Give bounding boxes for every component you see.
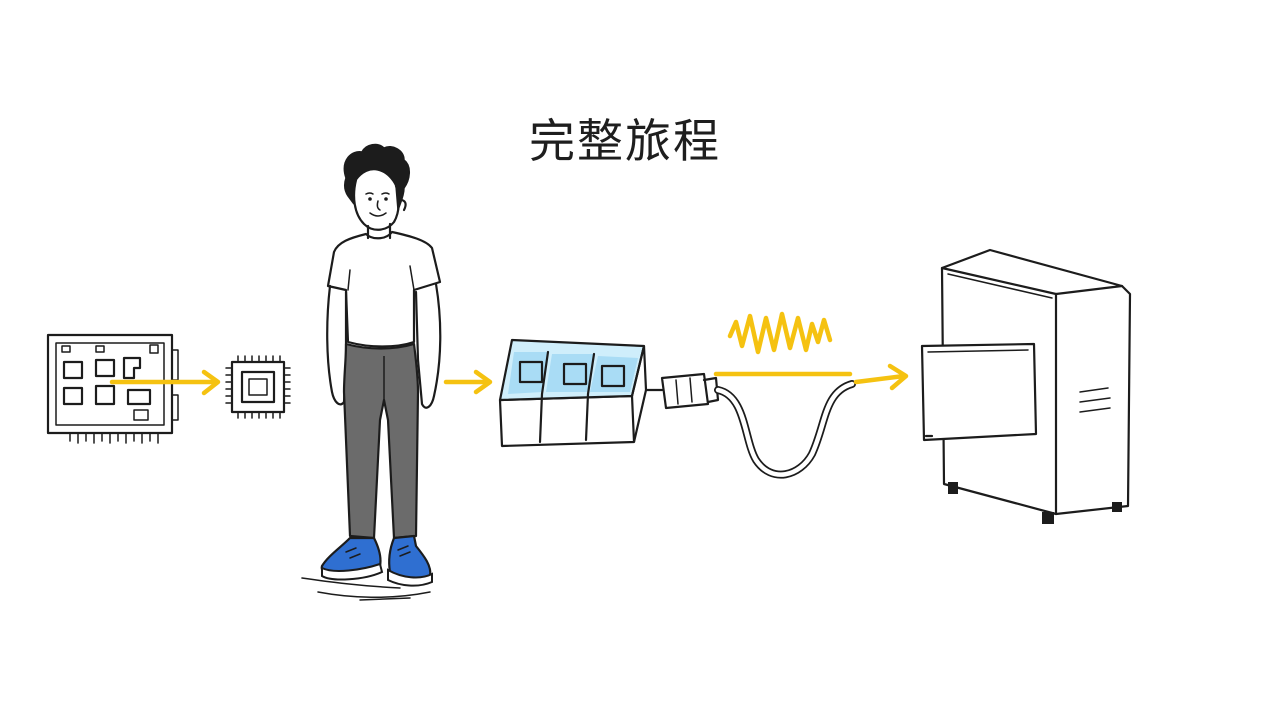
diagram-title: 完整旅程 (529, 114, 721, 168)
arrow-board-to-chip (109, 369, 221, 396)
signal-wave-icon (713, 311, 853, 377)
person-shoe-right (388, 534, 432, 580)
person-hair (343, 143, 410, 211)
usb-cable-icon (644, 372, 856, 479)
circuit-board-icon (46, 333, 179, 444)
person-pants (342, 342, 420, 540)
cpu-chip-icon (225, 355, 291, 419)
arrow-person-to-tray (443, 369, 493, 395)
arrow-to-server (853, 363, 909, 391)
person-illustration (301, 143, 442, 601)
tray-icon (498, 338, 648, 448)
server-icon (920, 248, 1132, 524)
